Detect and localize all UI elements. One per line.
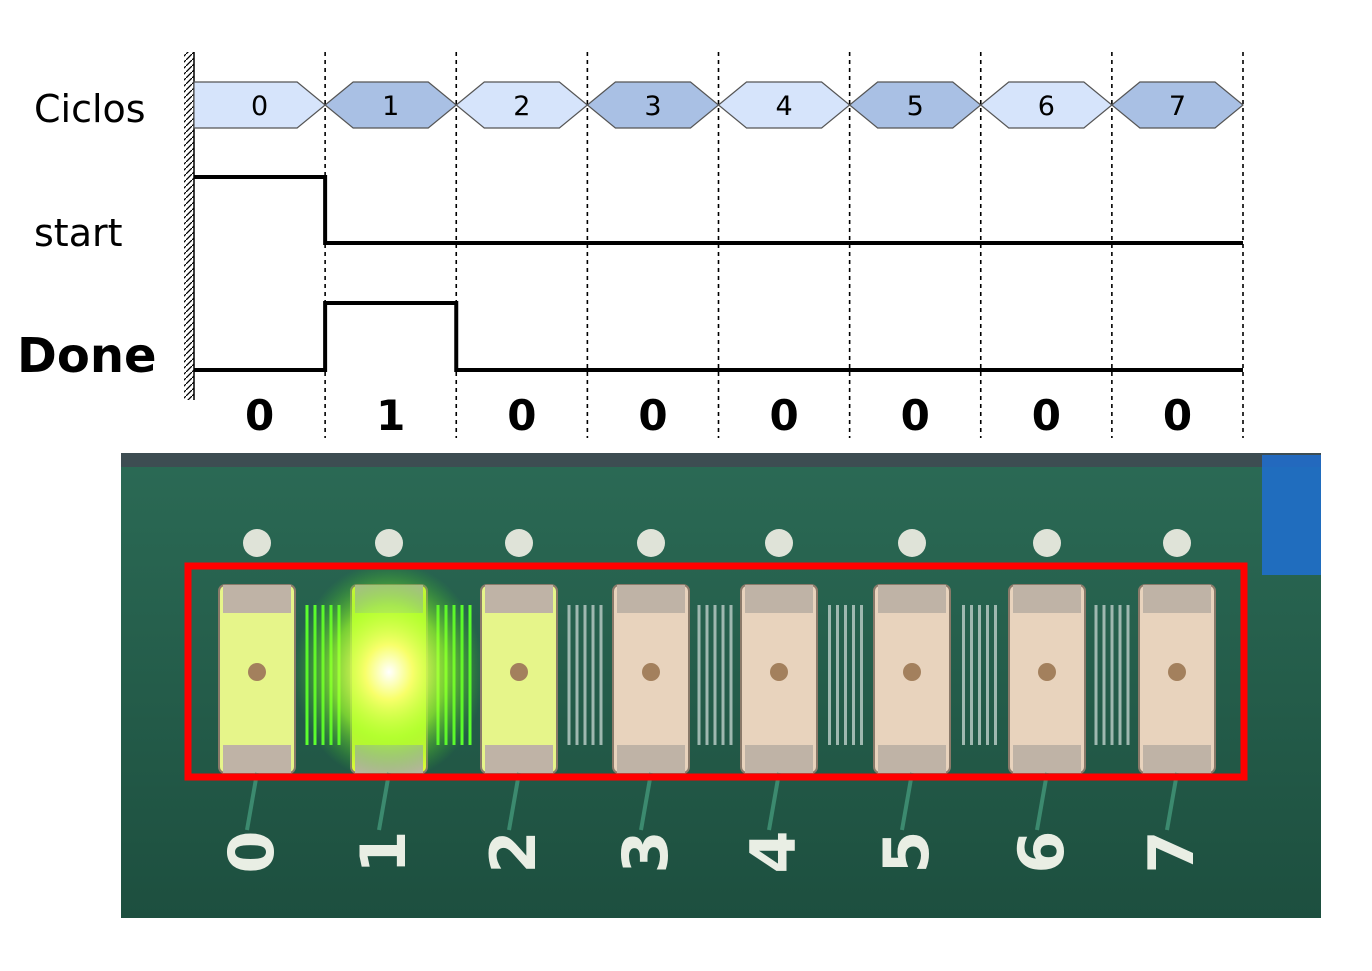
led-die bbox=[903, 663, 921, 681]
pcb-blue-corner bbox=[1262, 455, 1321, 575]
via-pad bbox=[637, 529, 665, 557]
via-pad bbox=[1033, 529, 1061, 557]
done-values-row: 0 1 0 0 0 0 0 0 bbox=[245, 391, 1192, 440]
led-pad-top bbox=[485, 585, 553, 613]
led-pad-top bbox=[617, 585, 685, 613]
start-waveform bbox=[194, 175, 1243, 245]
led-pad-top bbox=[745, 585, 813, 613]
done-value: 0 bbox=[1032, 391, 1061, 440]
cycle-number: 1 bbox=[382, 91, 399, 122]
led-die bbox=[1038, 663, 1056, 681]
done-value: 0 bbox=[638, 391, 667, 440]
pcb-trace bbox=[900, 772, 914, 831]
via-pad bbox=[765, 529, 793, 557]
led-pad-top bbox=[1013, 585, 1081, 613]
cycle-number: 7 bbox=[1169, 91, 1186, 122]
led-pad-bottom bbox=[1013, 745, 1081, 773]
led-die bbox=[642, 663, 660, 681]
cycle-bus: 0 1 2 3 4 5 6 7 bbox=[193, 81, 1244, 129]
via-pad bbox=[243, 529, 271, 557]
led-die bbox=[248, 663, 266, 681]
led-board-photo: 0 1 2 3 4 5 6 7 bbox=[121, 453, 1321, 918]
cycle-number: 4 bbox=[775, 91, 792, 122]
led-pad-top bbox=[1143, 585, 1211, 613]
led-silkscreen-label: 0 bbox=[215, 830, 288, 873]
done-value: 0 bbox=[507, 391, 536, 440]
led-silkscreen-label: 2 bbox=[477, 830, 550, 873]
led-silkscreen-label: 7 bbox=[1135, 830, 1208, 873]
pcb-trace bbox=[245, 772, 259, 831]
done-waveform bbox=[194, 301, 1243, 372]
pcb-trace bbox=[377, 772, 391, 831]
cycle-number: 3 bbox=[644, 91, 661, 122]
pcb-top-edge bbox=[121, 453, 1321, 467]
time-origin-wall bbox=[184, 52, 195, 400]
led-pad-bottom bbox=[878, 745, 946, 773]
pcb-trace bbox=[767, 772, 781, 831]
led-silkscreen-label: 5 bbox=[870, 830, 943, 873]
via-pad bbox=[505, 529, 533, 557]
led-pad-bottom bbox=[1143, 745, 1211, 773]
led-pad-top bbox=[223, 585, 291, 613]
via-pad bbox=[375, 529, 403, 557]
via-pad bbox=[898, 529, 926, 557]
pcb-trace bbox=[1035, 772, 1049, 831]
done-value: 0 bbox=[1163, 391, 1192, 440]
cycle-number: 2 bbox=[513, 91, 530, 122]
signal-label-ciclos: Ciclos bbox=[34, 87, 146, 131]
led-silkscreen-label: 1 bbox=[347, 830, 420, 873]
cycle-segment bbox=[193, 81, 327, 129]
done-value: 0 bbox=[245, 391, 274, 440]
pcb-trace bbox=[1165, 772, 1179, 831]
via-pad bbox=[1163, 529, 1191, 557]
led-pad-bottom bbox=[745, 745, 813, 773]
led-pad-bottom bbox=[223, 745, 291, 773]
led-highlight-box bbox=[184, 562, 1248, 781]
led-pad-top bbox=[878, 585, 946, 613]
led-die bbox=[770, 663, 788, 681]
signal-label-start: start bbox=[34, 211, 123, 255]
cycle-number: 5 bbox=[907, 91, 924, 122]
led-pad-bottom bbox=[617, 745, 685, 773]
pcb-trace bbox=[507, 772, 521, 831]
led-row bbox=[218, 529, 1216, 831]
led-die bbox=[510, 663, 528, 681]
led-glow bbox=[294, 562, 484, 782]
cycle-number: 0 bbox=[251, 91, 268, 122]
led-silkscreen-label: 3 bbox=[609, 830, 682, 873]
cycle-segment bbox=[1110, 81, 1244, 129]
led-pad-bottom bbox=[485, 745, 553, 773]
done-value: 0 bbox=[769, 391, 798, 440]
cycle-number: 6 bbox=[1038, 91, 1055, 122]
pcb-trace bbox=[639, 772, 653, 831]
done-value: 0 bbox=[901, 391, 930, 440]
led-silkscreen-label: 6 bbox=[1005, 830, 1078, 873]
led-silkscreen-label: 4 bbox=[737, 830, 810, 873]
led-silkscreen-labels: 0 1 2 3 4 5 6 7 bbox=[215, 830, 1208, 873]
signal-label-done: Done bbox=[17, 328, 157, 384]
done-value: 1 bbox=[376, 391, 405, 440]
led-die bbox=[1168, 663, 1186, 681]
